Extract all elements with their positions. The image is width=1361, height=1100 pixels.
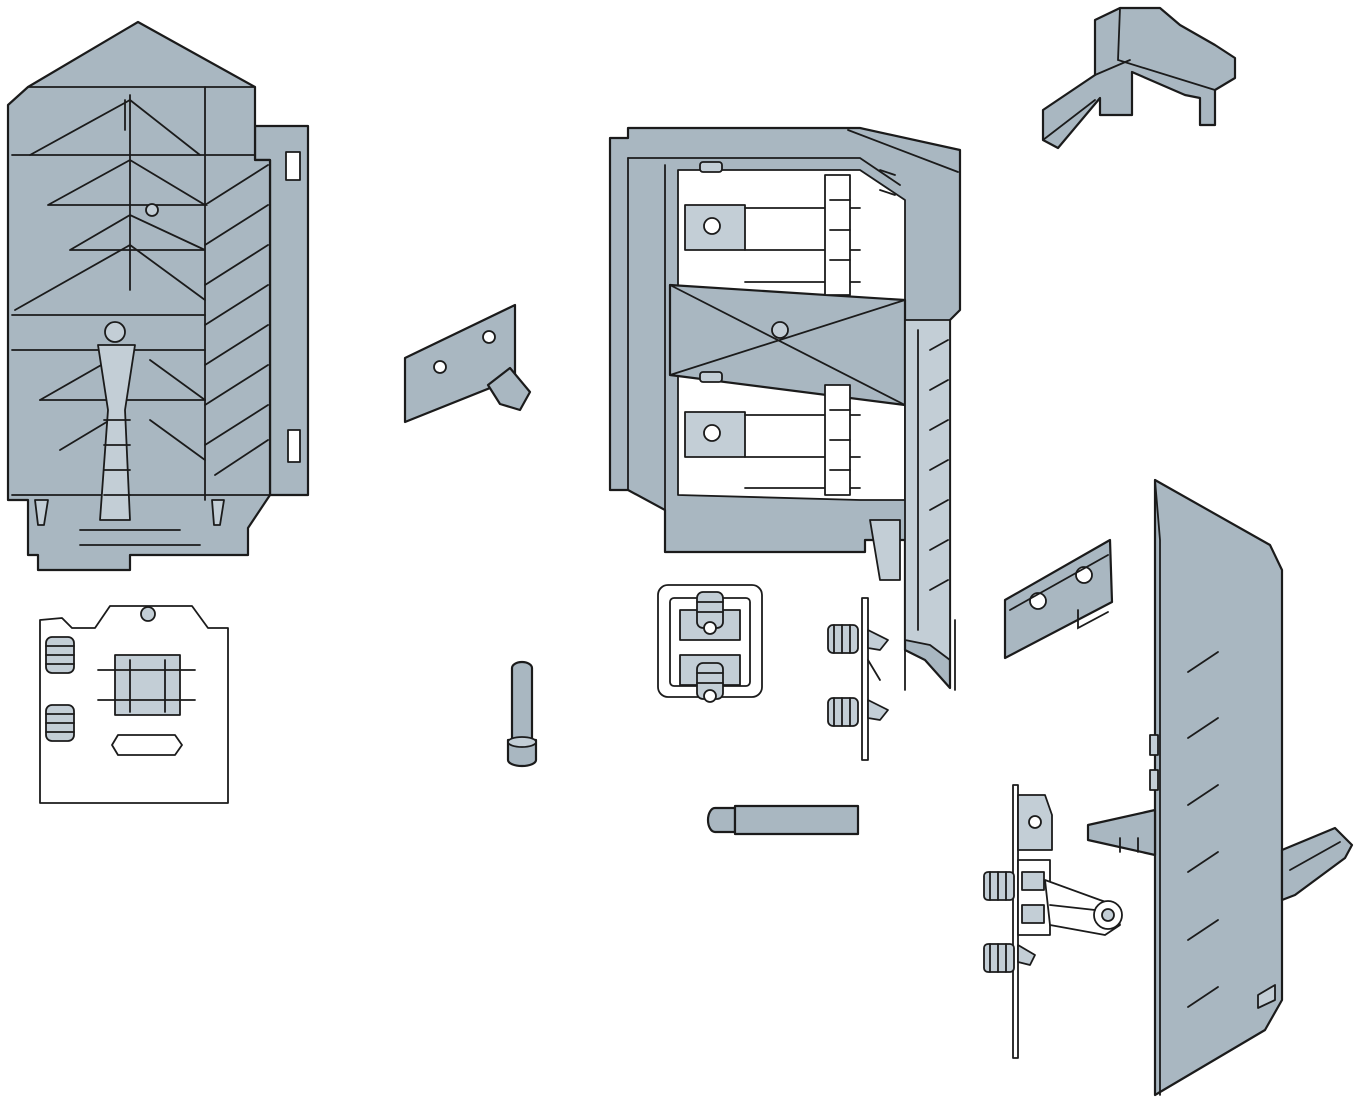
corner-mechanism-housing-left <box>6 20 310 572</box>
dowel-pin-horizontal <box>706 804 860 836</box>
dowel-pin-vertical <box>506 660 538 768</box>
top-corner-cap <box>1041 6 1237 150</box>
flat-connector-plate <box>1003 538 1114 660</box>
screw-strip <box>827 597 889 761</box>
side-panel <box>1086 478 1354 1097</box>
main-door-mechanism <box>608 126 962 691</box>
small-bracket <box>403 303 532 424</box>
clip-plate <box>657 584 763 703</box>
left-mounting-plate <box>39 605 229 804</box>
hinge-arm-assembly <box>983 784 1123 1059</box>
